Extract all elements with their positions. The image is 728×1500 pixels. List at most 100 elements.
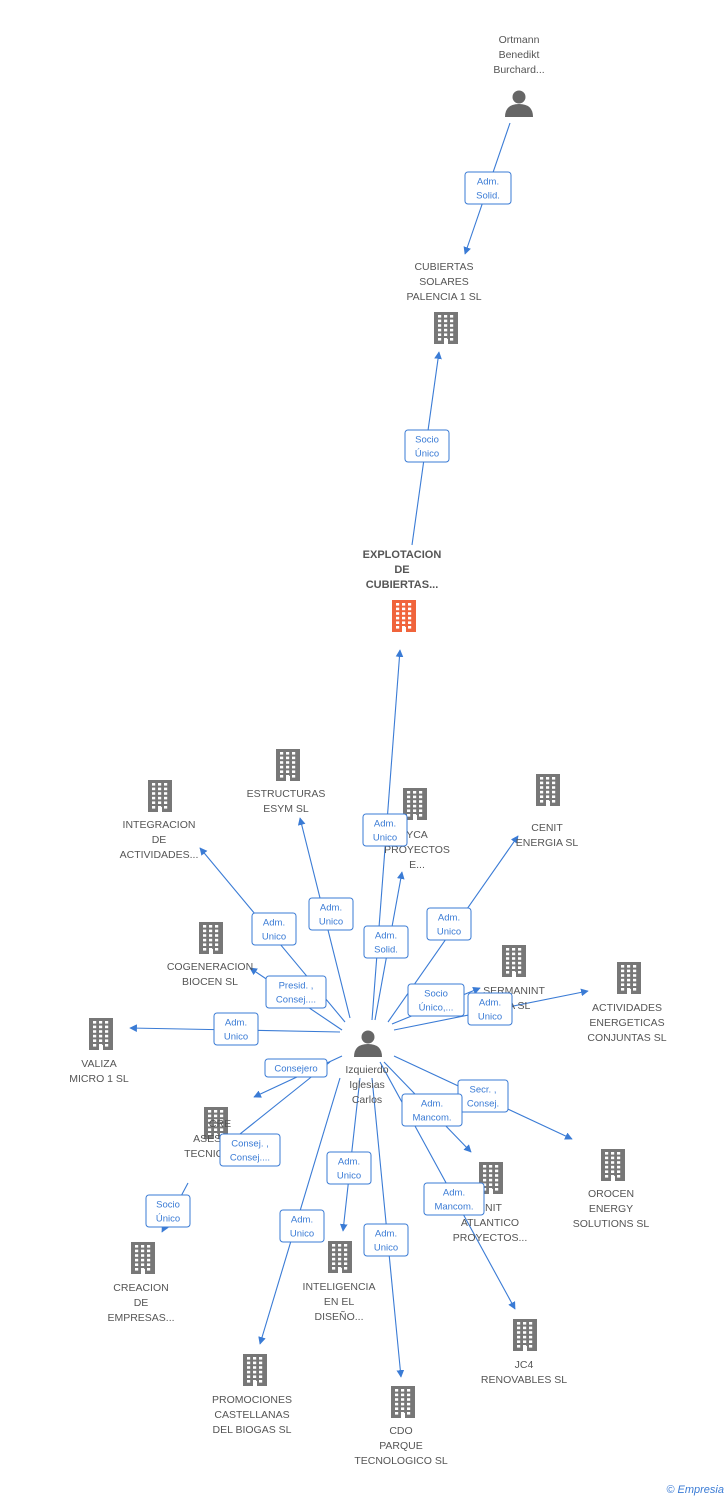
node-integracion[interactable]: INTEGRACIONDEACTIVIDADES... — [120, 780, 199, 861]
edge-label-izquierdo-to-yca[interactable]: Adm.Solid. — [363, 925, 409, 959]
building-window — [540, 790, 544, 794]
building-window — [141, 1258, 145, 1262]
edge-label-izquierdo-to-cenit_energia[interactable]: Adm.Unico — [426, 907, 472, 941]
edge-label-box — [426, 907, 472, 941]
building-window — [605, 1175, 609, 1178]
building-window — [407, 1412, 411, 1415]
building-window — [489, 1165, 493, 1168]
building-window — [215, 948, 219, 951]
building-window — [401, 1407, 405, 1410]
building-window — [438, 319, 442, 323]
edge-label-text: Unico — [262, 932, 286, 943]
building-window — [141, 1263, 145, 1266]
building-window — [419, 795, 423, 799]
building-window — [93, 1044, 97, 1047]
building-window — [338, 1248, 342, 1252]
edge-label-text: Único — [156, 1214, 180, 1225]
edge-label-izquierdo-to-creacion[interactable]: Consej. ,Consej.... — [219, 1133, 281, 1167]
node-creacion[interactable]: CREACIONDEEMPRESAS... — [107, 1242, 175, 1324]
edge-label-izquierdo-to-cre_asesoria[interactable]: Consejero — [264, 1058, 328, 1078]
building-window — [450, 315, 454, 318]
edge-label-izquierdo-to-inteligencia[interactable]: Adm.Unico — [326, 1151, 372, 1185]
edge-label-izquierdo-to-valiza[interactable]: Adm.Unico — [213, 1012, 259, 1046]
node-yca[interactable]: YCAPROYECTOSE... — [384, 788, 450, 871]
building-window — [444, 319, 448, 323]
building-window — [627, 965, 631, 968]
building-window — [546, 786, 550, 789]
building-window — [552, 800, 556, 803]
building-window — [247, 1366, 251, 1369]
building-window — [605, 1161, 609, 1164]
node-label: CUBIERTAS... — [366, 579, 439, 591]
footer-brand[interactable]: © Empresia — [666, 1484, 724, 1496]
building-window — [147, 1249, 151, 1253]
building-window — [450, 324, 454, 327]
edge-label-ortmann-to-cubiertas_solares[interactable]: Adm.Solid. — [464, 171, 512, 205]
edge-label-izquierdo-to-estructuras[interactable]: Adm. Unico — [308, 897, 354, 931]
edge-label-box — [213, 1012, 259, 1046]
edge-label-text: Consejero — [274, 1064, 317, 1075]
edge-label-izquierdo-to-orocen[interactable]: Secr. ,Consej. — [457, 1079, 509, 1113]
node-cenit_atlantico[interactable]: ENITATLANTICOPROYECTOS... — [453, 1162, 528, 1244]
edge-label-izquierdo-to-promociones[interactable]: Adm.Unico — [279, 1209, 325, 1243]
edge-label-box — [464, 171, 512, 205]
building-window — [152, 796, 156, 800]
edge-label-izquierdo-to-explotacion[interactable]: Adm.Unico — [362, 813, 408, 847]
building-window — [529, 1340, 533, 1343]
edge-label-izquierdo-to-jc4[interactable]: Adm.Mancom. — [423, 1182, 485, 1216]
building-window — [152, 792, 156, 795]
building-window — [518, 971, 522, 974]
building-window — [209, 934, 213, 937]
edge-label-text: Adm. — [320, 903, 342, 914]
building-window — [419, 800, 423, 803]
building-window — [402, 621, 406, 624]
edge-label-izquierdo-to-cogeneracion[interactable]: Presid. ,Consej.... — [265, 975, 327, 1009]
node-ortmann[interactable]: OrtmannBenediktBurchard... — [493, 34, 545, 117]
building-window — [203, 943, 207, 946]
edge-label-text: Solid. — [476, 191, 500, 202]
edge-label-izquierdo-to-integracion[interactable]: Adm.Unico — [251, 912, 297, 946]
building-window — [164, 787, 168, 791]
edge-label-text: Unico — [337, 1171, 361, 1182]
building-door — [546, 801, 550, 806]
building-window — [253, 1361, 257, 1365]
node-label: Izquierdo — [345, 1064, 388, 1076]
building-window — [253, 1366, 257, 1369]
edge-label-izquierdo-to-cenit_atlantico[interactable]: Adm.Mancom. — [401, 1093, 463, 1127]
edge-label-box — [423, 1182, 485, 1216]
edge-label-izquierdo-to-sermanint[interactable]: SocioÚnico,... — [407, 983, 465, 1017]
building-window — [611, 1156, 615, 1160]
building-window — [483, 1178, 487, 1182]
edge-label-text: Adm. — [225, 1018, 247, 1029]
building-window — [344, 1253, 348, 1256]
building-window — [617, 1161, 621, 1164]
node-label: E... — [409, 859, 425, 871]
edge-label-text: Unico — [319, 917, 343, 928]
node-label: PROYECTOS — [384, 844, 450, 856]
building-window — [253, 1357, 257, 1360]
edge-label-izquierdo-to-actividades_energeticas[interactable]: Adm.Unico — [467, 992, 513, 1026]
node-label: PROYECTOS... — [453, 1232, 528, 1244]
building-window — [627, 969, 631, 973]
node-label: Iglesias — [349, 1079, 385, 1091]
building-window — [489, 1178, 493, 1182]
edge-label-izquierdo-to-cdo[interactable]: Adm.Unico — [363, 1223, 409, 1257]
edge-label-text: Adm. — [291, 1215, 313, 1226]
building-window — [483, 1169, 487, 1173]
building-window — [247, 1380, 251, 1383]
node-explotacion[interactable]: EXPLOTACIONDECUBIERTAS... — [363, 549, 442, 632]
